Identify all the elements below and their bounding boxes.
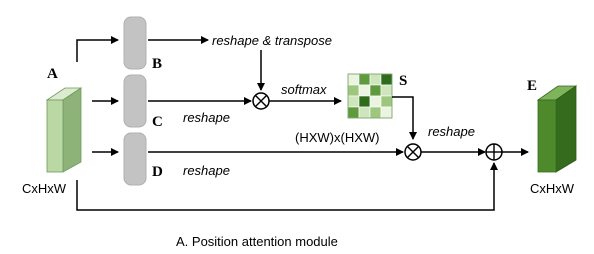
attention-map-dim-label: (HXW)x(HXW) [295, 130, 379, 145]
attention-map-cell [347, 84, 360, 97]
attention-map-cell [358, 95, 371, 108]
attention-map-cell [347, 106, 360, 119]
input-block-side [62, 87, 82, 173]
attention-map-cell [369, 73, 382, 86]
input-label: A [47, 66, 58, 82]
reshape-c-label: reshape [183, 110, 230, 125]
attention-map-cell [380, 84, 393, 97]
attention-map-cell [347, 95, 360, 108]
conv-box-b [123, 16, 147, 70]
softmax-label: softmax [281, 82, 327, 97]
output-label: E [527, 78, 537, 94]
matmul-node-1 [252, 92, 270, 110]
attention-map-cell [358, 73, 371, 86]
reshape-d-label: reshape [183, 163, 230, 178]
input-feature-map [45, 87, 83, 173]
attention-map-cell [358, 84, 371, 97]
attention-map-s [347, 73, 393, 119]
figure-caption: A. Position attention module [176, 234, 338, 249]
arrow-s-to-mult [392, 96, 417, 140]
attention-map-cell [380, 73, 393, 86]
sum-node [485, 143, 503, 161]
output-dim-label: CxHxW [530, 181, 575, 196]
output-block-front [537, 99, 557, 173]
output-block-side [555, 85, 577, 173]
branch-b-label: B [152, 56, 162, 72]
arrow-a-to-b [76, 36, 119, 62]
residual-connection [76, 162, 498, 211]
attention-map-cell [369, 106, 382, 119]
input-dim-label: CxHxW [22, 181, 67, 196]
reshape-transpose-label: reshape & transpose [212, 33, 332, 48]
attention-map-cell [369, 84, 382, 97]
conv-box-c [123, 74, 147, 128]
input-block-front [46, 99, 64, 173]
attention-map-label: S [399, 73, 407, 89]
output-feature-map [536, 85, 578, 173]
conv-box-d [123, 132, 147, 186]
reshape-s-label: reshape [428, 124, 475, 139]
attention-map-cell [380, 95, 393, 108]
attention-map-cell [380, 106, 393, 119]
attention-map-cell [369, 95, 382, 108]
attention-map-border [347, 73, 393, 119]
branch-c-label: C [152, 114, 163, 130]
matmul-node-2 [404, 143, 422, 161]
attention-map-cell [358, 106, 371, 119]
branch-d-label: D [152, 164, 163, 180]
attention-map-cell [347, 73, 360, 86]
